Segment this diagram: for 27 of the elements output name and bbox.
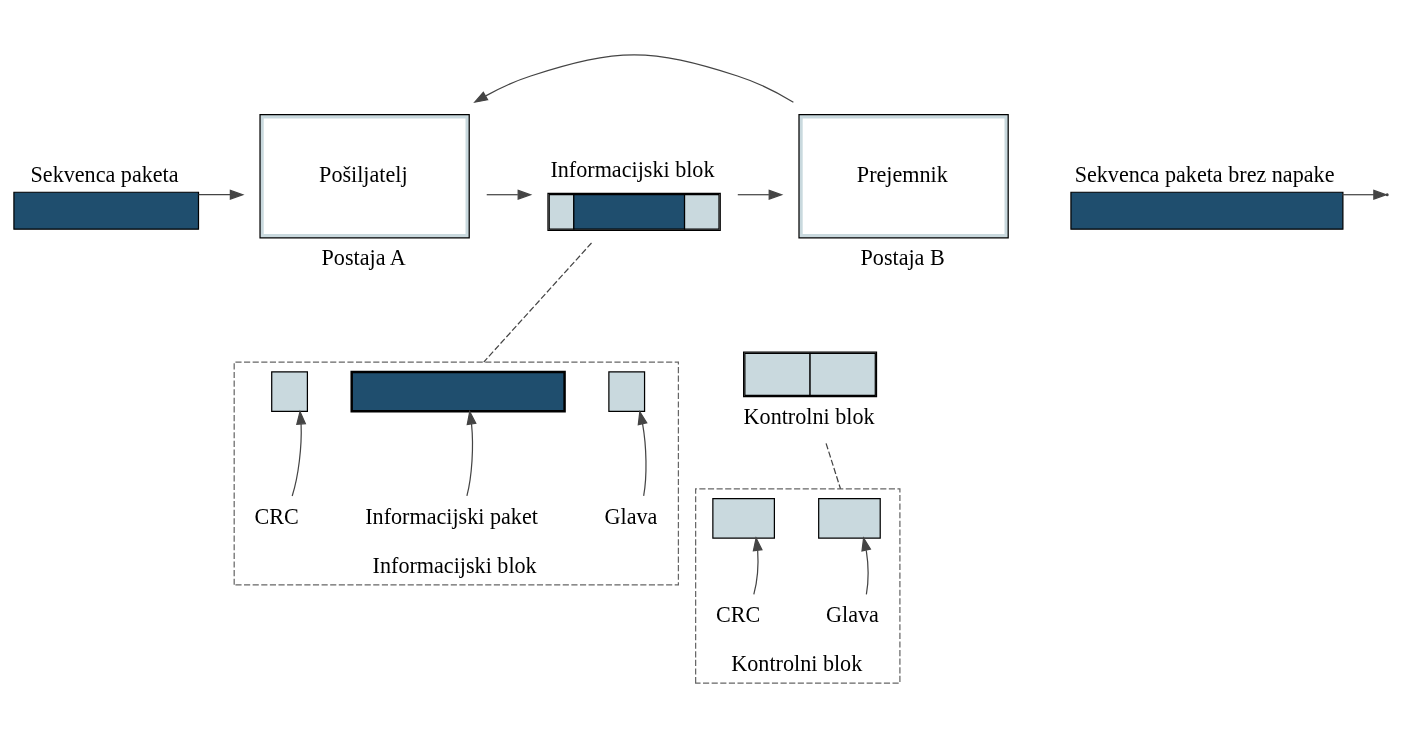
node-label: Sekvenca paketa brez napake bbox=[1074, 161, 1335, 187]
node-text: Informacijski paket bbox=[365, 503, 538, 529]
node-box bbox=[818, 498, 881, 539]
node-label: Sekvenca paketa bbox=[30, 161, 179, 187]
arrow bbox=[197, 189, 245, 200]
node-label: Postaja B bbox=[860, 245, 945, 271]
node-text: Glava bbox=[826, 602, 879, 628]
arrow bbox=[752, 536, 763, 596]
node-bar bbox=[350, 370, 566, 413]
node-label: Postaja A bbox=[321, 245, 406, 271]
node-box bbox=[608, 371, 646, 412]
arrow bbox=[737, 189, 784, 200]
node-text: CRC bbox=[715, 602, 761, 628]
arrow bbox=[473, 54, 794, 104]
arrow bbox=[637, 409, 648, 497]
arrow bbox=[486, 189, 533, 200]
connector bbox=[825, 442, 842, 490]
node-box bbox=[271, 371, 308, 412]
node-label: Kontrolni blok bbox=[743, 404, 875, 430]
arrow bbox=[861, 536, 872, 596]
arrow bbox=[291, 409, 307, 497]
connector bbox=[483, 242, 593, 363]
node-label: Informacijski blok bbox=[550, 156, 715, 182]
node-text: Glava bbox=[604, 503, 658, 529]
node-box bbox=[712, 498, 775, 539]
arrow bbox=[466, 409, 477, 497]
node-text: CRC bbox=[254, 503, 299, 529]
